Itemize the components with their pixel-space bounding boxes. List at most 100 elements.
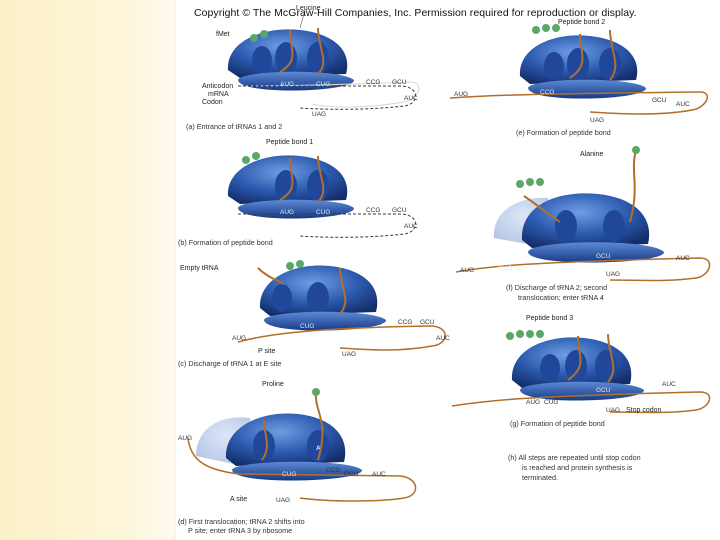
ribosome-site-a [603, 210, 625, 242]
codon-text: AUG [280, 209, 294, 216]
panel-a: Leucine fMet Anticodon mRNA Codon AUG CU… [186, 5, 419, 131]
codon-text: UAG [590, 117, 604, 124]
codon-text: UAG [606, 271, 620, 278]
label-fmet: fMet [216, 31, 230, 38]
codon-text: AUG [232, 335, 246, 342]
codon-text: CCG [326, 467, 340, 474]
ribosome-site-e [540, 354, 560, 382]
label-leucine: Leucine [296, 5, 321, 12]
amino-acid [532, 26, 540, 34]
amino-acid [252, 152, 260, 160]
codon-text: CCG [366, 79, 380, 86]
codon-text: AUC [662, 381, 676, 388]
caption-h-line3: terminated. [522, 473, 558, 482]
panel-c: Empty tRNA P site AUG CUG CCG GCU AUC UA… [178, 260, 450, 368]
ribosome-site-p [275, 170, 297, 202]
label-proline: Proline [262, 381, 284, 388]
codon-text: AUG [460, 267, 474, 274]
amino-acid [526, 178, 534, 186]
caption-d-line2: P site; enter tRNA 3 by ribosome [188, 526, 292, 535]
small-subunit [238, 200, 354, 219]
codon-text: GCU [596, 253, 611, 260]
codon-text: AUC [404, 223, 418, 230]
label-p-site: P site [258, 348, 275, 355]
caption-h-line2: is reached and protein synthesis is [522, 463, 633, 472]
mrna-strand [238, 214, 416, 237]
label-anticodon: Anticodon [202, 83, 233, 90]
caption-g: (g) Formation of peptide bond [510, 419, 605, 428]
caption-h-line1: (h) All steps are repeated until stop co… [508, 453, 641, 462]
codon-text: AUC [676, 101, 690, 108]
codon-text: GCU [596, 387, 611, 394]
codon-text: GCU [344, 471, 359, 478]
codon-text: GCU [652, 97, 667, 104]
label-stop-codon: Stop codon [626, 407, 662, 414]
ribosome-site-p [567, 48, 589, 80]
label-codon: Codon [202, 99, 223, 106]
codon-text: AUG [526, 399, 540, 406]
mrna-strand [452, 392, 710, 413]
ribosome-site-e [544, 52, 564, 80]
mrna-strand [456, 258, 710, 281]
label-a-site: A site [230, 496, 247, 503]
label-mrna: mRNA [208, 91, 229, 98]
ribosome-site-p [555, 210, 577, 242]
amino-acid [286, 262, 294, 270]
small-subunit [238, 72, 354, 91]
amino-acid [516, 180, 524, 188]
panel-g: Peptide bond 3 Stop codon AUG CUG GCU AU… [452, 315, 710, 428]
codon-text: AUG [454, 91, 468, 98]
codon-text: UAG [276, 497, 290, 504]
codon-text: CUG [498, 265, 512, 272]
amino-acid [506, 332, 514, 340]
caption-c: (c) Discharge of tRNA 1 at E site [178, 359, 281, 368]
caption-a: (a) Entrance of tRNAs 1 and 2 [186, 122, 282, 131]
caption-f-line1: (f) Discharge of tRNA 2; second [506, 283, 607, 292]
panel-b: Peptide bond 1 AUG CUG CCG GCU AUC (b) F… [178, 139, 418, 247]
amino-acid [542, 24, 550, 32]
small-subunit [232, 462, 362, 481]
caption-d-line1: (d) First translocation; tRNA 2 shifts i… [178, 517, 305, 526]
panel-f: Alanine AUG CUG GCU AUC UAG (f) Discharg… [456, 146, 710, 302]
amino-acid [516, 330, 524, 338]
label-peptide-bond-2: Peptide bond 2 [558, 19, 605, 26]
mrna-strand [238, 326, 445, 350]
codon-text: CUG [316, 81, 330, 88]
codon-text: CUG [544, 399, 558, 406]
amino-acid [296, 260, 304, 268]
codon-text: UAG [312, 111, 326, 118]
codon-text: AUC [436, 335, 450, 342]
amino-acid [536, 330, 544, 338]
amino-acid-proline [312, 388, 320, 396]
codon-text: GCU [392, 207, 407, 214]
caption-b: (b) Formation of peptide bond [178, 238, 273, 247]
codon-text: CCG [540, 89, 554, 96]
label-peptide-bond-3: Peptide bond 3 [526, 315, 573, 322]
codon-text: CUG [282, 471, 296, 478]
ribosome-site-p [565, 350, 587, 382]
label-empty-trna: Empty tRNA [180, 265, 219, 272]
label-alanine: Alanine [580, 151, 603, 158]
caption-f-line2: translocation; enter tRNA 4 [518, 293, 604, 302]
amino-acid [242, 156, 250, 164]
amino-acid-leucine [260, 30, 268, 38]
codon-text: AUC [372, 471, 386, 478]
codon-text: GCU [392, 79, 407, 86]
amino-acid-fmet [250, 34, 258, 42]
panel-d: A Proline A site AUG CUG CCG GCU AUC UAG… [178, 381, 416, 535]
panel-h: (h) All steps are repeated until stop co… [508, 453, 641, 482]
ribosome-site-a [307, 170, 329, 202]
ribosome-site-p [275, 42, 297, 74]
codon-text: CCG [366, 207, 380, 214]
ribosome-site-e [272, 284, 292, 312]
codon-text: CUG [316, 209, 330, 216]
codon-text: CUG [300, 323, 314, 330]
codon-text: CCG [398, 319, 412, 326]
panel-e: Peptide bond 2 AUG CCG GCU AUC UAG (e) F… [450, 19, 707, 137]
ribosome-site-a [307, 42, 329, 74]
codon-text: UAG [342, 351, 356, 358]
amino-acid [526, 330, 534, 338]
ribosome-site-p [307, 282, 329, 314]
codon-text: GCU [420, 319, 435, 326]
